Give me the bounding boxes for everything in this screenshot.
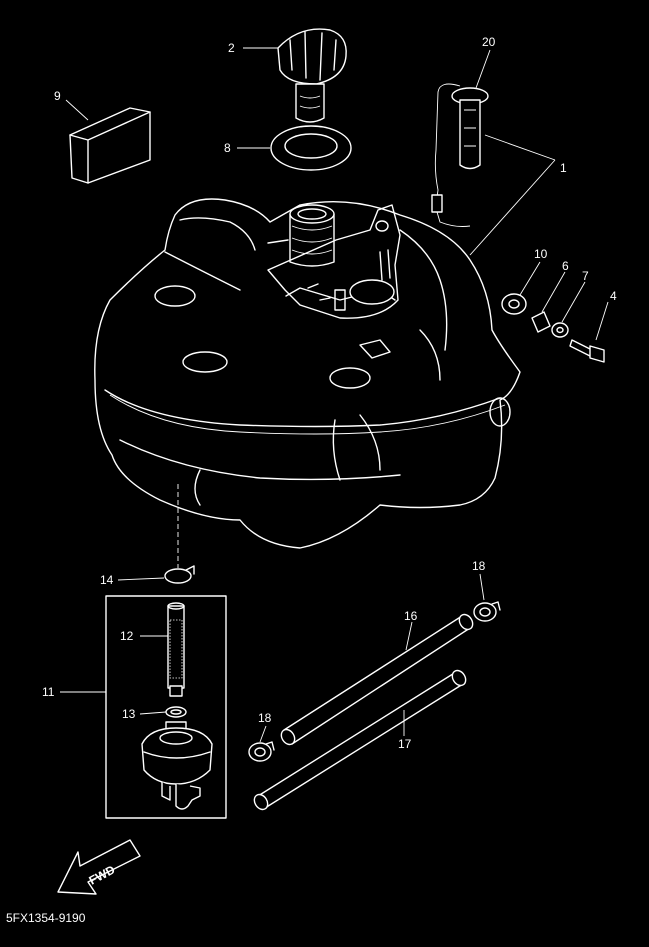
callout-4: 4 <box>610 289 617 303</box>
part-14-clip <box>164 565 195 584</box>
part-4-bolt <box>569 339 605 363</box>
callout-7: 7 <box>582 269 589 283</box>
part-2-fuel-cap <box>277 28 347 123</box>
callout-1: 1 <box>560 161 567 175</box>
fwd-label: FWD <box>87 862 118 887</box>
part-7-washer <box>551 322 569 338</box>
callout-13: 13 <box>122 707 136 721</box>
callout-labels: 2 8 9 20 1 10 6 7 4 14 11 12 13 16 17 18… <box>42 35 617 751</box>
callout-14: 14 <box>100 573 114 587</box>
part-11-fuel-cock-assembly <box>105 595 227 819</box>
callout-20: 20 <box>482 35 496 49</box>
callout-16: 16 <box>404 609 418 623</box>
part-8-gasket <box>270 125 352 171</box>
part-17-hose <box>253 669 467 811</box>
part-6-collar <box>531 311 551 333</box>
part-18-clip-upper <box>473 601 501 622</box>
callout-17: 17 <box>398 737 412 751</box>
callout-8: 8 <box>224 141 231 155</box>
fwd-arrow-icon: FWD <box>57 839 141 895</box>
callout-12: 12 <box>120 629 134 643</box>
part-1-fuel-tank <box>94 198 521 549</box>
callout-6: 6 <box>562 259 569 273</box>
leader-lines <box>60 47 609 743</box>
part-18-clip-lower <box>248 741 275 762</box>
callout-18-lower: 18 <box>258 711 272 725</box>
part-20-fuel-sender <box>431 83 489 227</box>
part-9-pad <box>69 107 151 184</box>
part-10-damper <box>501 293 527 315</box>
callout-11: 11 <box>42 685 55 699</box>
part-16-hose <box>280 613 474 746</box>
callout-10: 10 <box>534 247 548 261</box>
callout-2: 2 <box>228 41 235 55</box>
callout-18-upper: 18 <box>472 559 486 573</box>
part-code: 5FX1354-9190 <box>6 911 86 925</box>
callout-9: 9 <box>54 89 61 103</box>
